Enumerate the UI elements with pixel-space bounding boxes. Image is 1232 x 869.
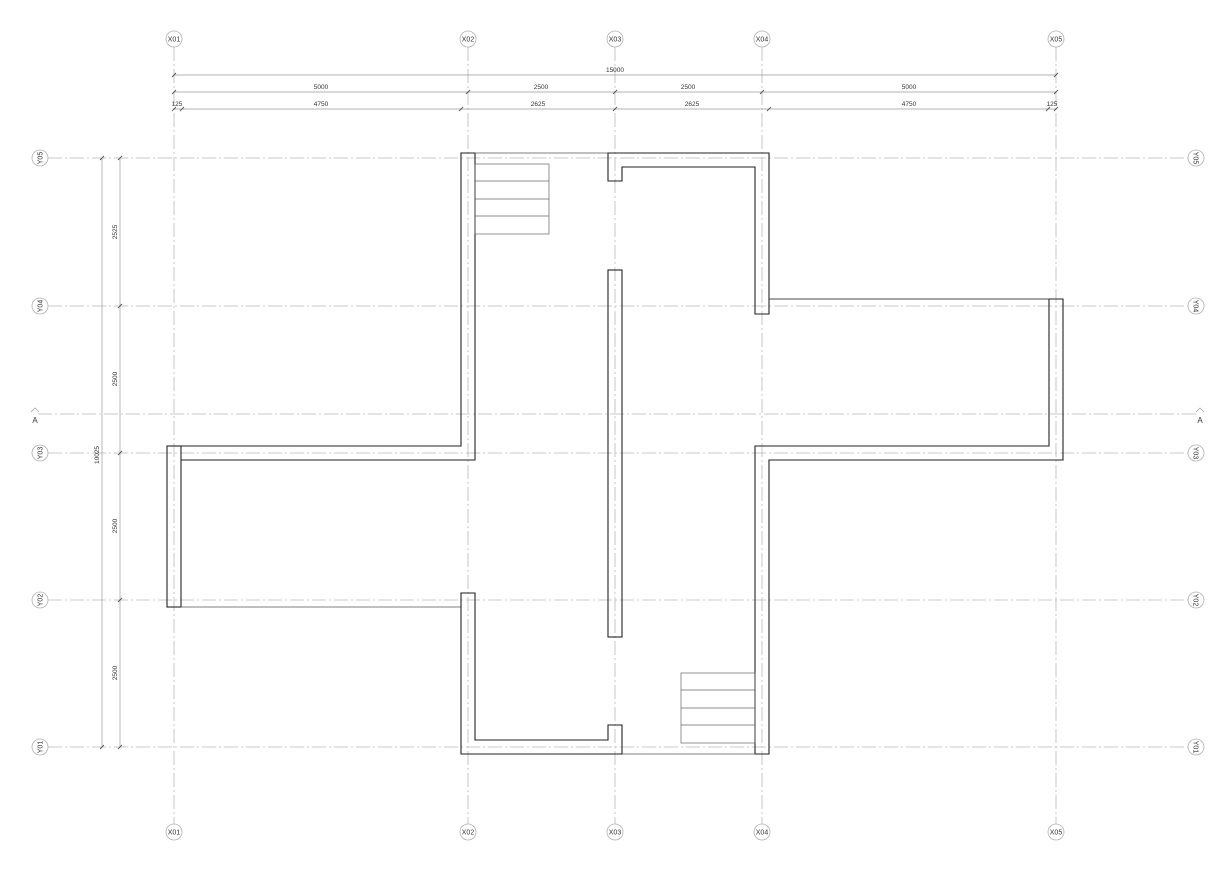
dimension-text-x-detail-2: 4750 bbox=[314, 101, 329, 108]
grid-bubble-y01-left: Y01 bbox=[31, 738, 49, 756]
dimension-text-y-bay-3: 2500 bbox=[112, 371, 119, 386]
grid-bubbles-left: Y05 Y04 Y03 Y02 Y01 bbox=[31, 149, 49, 756]
dimension-text-x-detail-5: 4750 bbox=[902, 101, 917, 108]
grid-label-y04-right: Y04 bbox=[1192, 300, 1199, 313]
dimension-text-y-bay-2: 2500 bbox=[112, 518, 119, 533]
grid-bubble-y04-left: Y04 bbox=[31, 297, 49, 315]
grid-label-y05-left: Y05 bbox=[38, 152, 45, 165]
section-line-a: A A bbox=[30, 407, 1205, 425]
stair-north bbox=[474, 163, 550, 235]
grid-label-x01-top: X01 bbox=[168, 37, 181, 44]
dimension-text-x-bay-1: 5000 bbox=[314, 84, 329, 91]
section-label-right: A bbox=[1197, 416, 1203, 425]
grid-lines-y bbox=[48, 157, 1188, 748]
dimension-text-x-bay-2: 2500 bbox=[534, 84, 549, 91]
grid-bubble-x02-bottom: X02 bbox=[459, 823, 477, 841]
dimension-text-x-detail-6: 125 bbox=[1047, 101, 1058, 108]
dimension-text-overall-x: 15000 bbox=[606, 67, 624, 74]
grid-label-x02-bottom: X02 bbox=[462, 830, 475, 837]
grid-label-y01-left: Y01 bbox=[38, 741, 45, 754]
dimension-x-detail: 125 4750 2625 2625 4750 125 bbox=[172, 101, 1059, 112]
grid-label-y03-right: Y03 bbox=[1192, 447, 1199, 460]
grid-label-x05-bottom: X05 bbox=[1050, 830, 1063, 837]
walls bbox=[166, 152, 1064, 755]
grid-bubbles-right: Y05 Y04 Y03 Y02 Y01 bbox=[1187, 149, 1205, 756]
grid-label-y02-right: Y02 bbox=[1192, 594, 1199, 607]
grid-bubbles-bottom: X01 X02 X03 X04 X05 bbox=[165, 823, 1065, 841]
grid-label-x02-top: X02 bbox=[462, 37, 475, 44]
dimension-text-y-bay-4: 2525 bbox=[112, 224, 119, 239]
grid-bubble-y05-left: Y05 bbox=[31, 149, 49, 167]
grid-bubble-x03-bottom: X03 bbox=[606, 823, 624, 841]
grid-bubble-y04-right: Y04 bbox=[1187, 297, 1205, 315]
dimension-text-x-detail-4: 2625 bbox=[685, 101, 700, 108]
grid-label-x05-top: X05 bbox=[1050, 37, 1063, 44]
wall-right-wing bbox=[754, 298, 1064, 755]
section-label-left: A bbox=[32, 416, 38, 425]
grid-label-y02-left: Y02 bbox=[38, 594, 45, 607]
grid-bubble-x01-top: X01 bbox=[165, 30, 183, 48]
wall-left-wing-west bbox=[166, 445, 182, 608]
grid-bubble-y02-right: Y02 bbox=[1187, 591, 1205, 609]
dimension-text-x-bay-4: 5000 bbox=[902, 84, 917, 91]
wall-north-east bbox=[607, 152, 770, 315]
dimension-overall-x: 15000 bbox=[171, 67, 1059, 78]
section-marker-right bbox=[1195, 407, 1205, 413]
dimension-text-x-bay-3: 2500 bbox=[681, 84, 696, 91]
grid-label-x01-bottom: X01 bbox=[168, 830, 181, 837]
grid-label-x04-bottom: X04 bbox=[756, 830, 769, 837]
grid-bubble-x04-bottom: X04 bbox=[753, 823, 771, 841]
dimension-overall-y: 10025 bbox=[94, 155, 105, 750]
wall-central-spine bbox=[607, 269, 623, 638]
stair-south bbox=[680, 672, 756, 744]
grid-label-x04-top: X04 bbox=[756, 37, 769, 44]
grid-label-y03-left: Y03 bbox=[38, 447, 45, 460]
grid-bubble-x04-top: X04 bbox=[753, 30, 771, 48]
grid-bubble-y01-right: Y01 bbox=[1187, 738, 1205, 756]
dimension-text-x-detail-3: 2625 bbox=[531, 101, 546, 108]
grid-bubble-x03-top: X03 bbox=[606, 30, 624, 48]
dimension-y-bays: 2500 2500 2500 2525 bbox=[112, 155, 123, 750]
grid-label-y04-left: Y04 bbox=[38, 300, 45, 313]
grid-label-x03-top: X03 bbox=[609, 37, 622, 44]
dimension-text-x-detail-1: 125 bbox=[172, 101, 183, 108]
grid-bubble-y02-left: Y02 bbox=[31, 591, 49, 609]
dimension-text-y-bay-1: 2500 bbox=[112, 665, 119, 680]
grid-bubble-y05-right: Y05 bbox=[1187, 149, 1205, 167]
grid-bubble-y03-right: Y03 bbox=[1187, 444, 1205, 462]
grid-label-x03-bottom: X03 bbox=[609, 830, 622, 837]
grid-bubble-x02-top: X02 bbox=[459, 30, 477, 48]
grid-bubble-x05-top: X05 bbox=[1047, 30, 1065, 48]
wall-left-wing-north bbox=[181, 152, 476, 461]
section-marker-left bbox=[30, 407, 40, 413]
grid-label-y01-right: Y01 bbox=[1192, 741, 1199, 754]
grid-bubble-x05-bottom: X05 bbox=[1047, 823, 1065, 841]
grid-lines-x bbox=[173, 47, 1057, 824]
wall-south-west bbox=[460, 592, 623, 755]
dimension-text-overall-y: 10025 bbox=[94, 446, 101, 464]
grid-bubble-y03-left: Y03 bbox=[31, 444, 49, 462]
grid-bubble-x01-bottom: X01 bbox=[165, 823, 183, 841]
grid-bubbles-top: X01 X02 X03 X04 X05 bbox=[165, 30, 1065, 48]
dimension-x-bays: 5000 2500 2500 5000 bbox=[171, 84, 1059, 95]
grid-label-y05-right: Y05 bbox=[1192, 152, 1199, 165]
